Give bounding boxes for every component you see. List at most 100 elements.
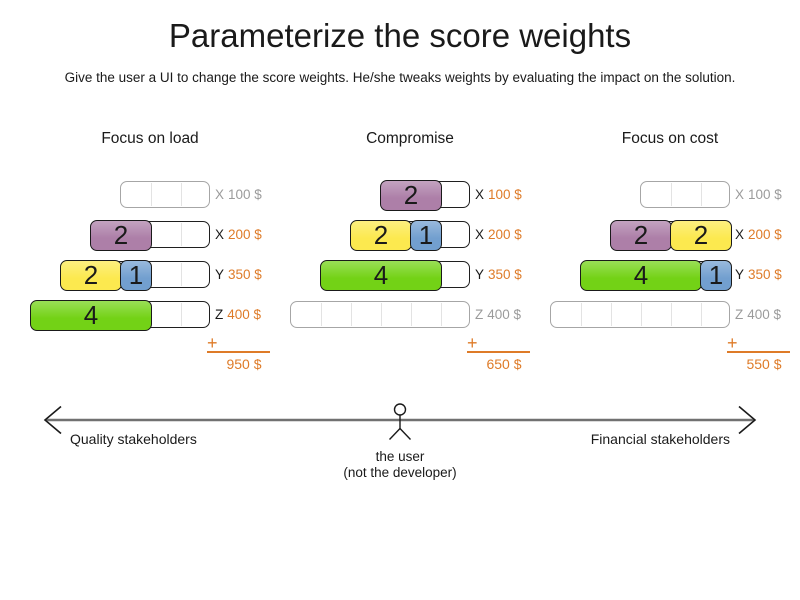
weight-row <box>640 181 730 208</box>
user-label-line1: the user <box>375 449 425 464</box>
sum-line <box>467 351 530 353</box>
weight-block-value: 2 <box>83 260 99 290</box>
cell-divider <box>351 303 352 326</box>
page-subtitle: Give the user a UI to change the score w… <box>64 70 736 85</box>
weight-block-value: 2 <box>633 220 649 250</box>
weight-row <box>550 301 730 328</box>
sum-line <box>727 351 790 353</box>
plus-sign: + <box>467 333 478 353</box>
cell-divider <box>381 303 382 326</box>
cell-divider <box>701 303 702 326</box>
sum-line <box>207 351 270 353</box>
cell-divider <box>581 303 582 326</box>
cell-divider <box>181 263 182 286</box>
resource-letter: Z <box>475 307 484 322</box>
weight-block: 1 <box>120 260 152 291</box>
weight-block: 1 <box>410 220 442 251</box>
resource-letter: X <box>735 187 745 202</box>
cell-divider <box>671 303 672 326</box>
weight-block: 2 <box>350 220 412 251</box>
user-label-line2: (not the developer) <box>343 464 457 480</box>
cell-divider <box>671 183 672 206</box>
resource-cost: 350 $ <box>488 267 522 282</box>
cell-divider <box>701 183 702 206</box>
weight-block-value: 4 <box>83 300 99 330</box>
user-stick-figure-icon <box>388 403 412 440</box>
weight-block: 2 <box>670 220 732 251</box>
resource-cost: 100 $ <box>748 187 782 202</box>
total-cost: 650 $ <box>486 356 522 372</box>
weight-block: 2 <box>60 260 122 291</box>
cell-divider <box>151 183 152 206</box>
cell-divider <box>181 303 182 326</box>
weight-block-value: 2 <box>693 220 709 250</box>
weight-block: 2 <box>90 220 152 251</box>
weight-row: 4 <box>320 260 470 291</box>
scenario-title: Focus on load <box>101 130 199 147</box>
plus-sign: + <box>207 333 218 353</box>
resource-cost: 350 $ <box>748 267 782 282</box>
weight-block-value: 2 <box>373 220 389 250</box>
weight-block-value: 4 <box>633 260 649 290</box>
arrow-head-left-icon <box>43 405 62 435</box>
cell-divider <box>441 303 442 326</box>
resource-letter: Y <box>735 267 745 282</box>
weight-block: 4 <box>320 260 442 291</box>
weight-row <box>290 301 470 328</box>
arrow-head-right-icon <box>738 405 757 435</box>
resource-letter: X <box>475 187 485 202</box>
weight-row: 2 <box>380 180 470 211</box>
resource-cost: 100 $ <box>228 187 262 202</box>
weight-block-value: 4 <box>373 260 389 290</box>
scenario-title: Focus on cost <box>621 130 719 147</box>
cell-divider <box>411 303 412 326</box>
weight-row: 2 <box>90 220 210 251</box>
resource-cost: 400 $ <box>747 307 782 322</box>
weight-block-value: 1 <box>418 220 434 250</box>
resource-letter: X <box>215 187 225 202</box>
weight-block-value: 1 <box>128 260 144 290</box>
resource-letter: X <box>215 227 225 242</box>
plus-sign: + <box>727 333 738 353</box>
resource-letter: Z <box>215 307 224 322</box>
total-cost: 950 $ <box>226 356 262 372</box>
quality-stakeholders-label: Quality stakeholders <box>70 431 197 447</box>
resource-cost: 400 $ <box>487 307 522 322</box>
total-cost: 550 $ <box>746 356 782 372</box>
financial-stakeholders-label: Financial stakeholders <box>590 431 730 447</box>
resource-cost: 200 $ <box>488 227 522 242</box>
user-label: the user (not the developer) <box>0 449 800 480</box>
cell-divider <box>641 303 642 326</box>
cell-divider <box>181 183 182 206</box>
cell-divider <box>321 303 322 326</box>
resource-cost: 400 $ <box>227 307 262 322</box>
page-title: Parameterize the score weights <box>168 17 632 54</box>
resource-letter: X <box>735 227 745 242</box>
weight-row: 4 <box>30 300 210 331</box>
resource-letter: Y <box>215 267 225 282</box>
scenario-title: Compromise <box>366 130 454 147</box>
weight-block: 1 <box>700 260 732 291</box>
weight-block: 2 <box>610 220 672 251</box>
cell-divider <box>611 303 612 326</box>
resource-letter: X <box>475 227 485 242</box>
